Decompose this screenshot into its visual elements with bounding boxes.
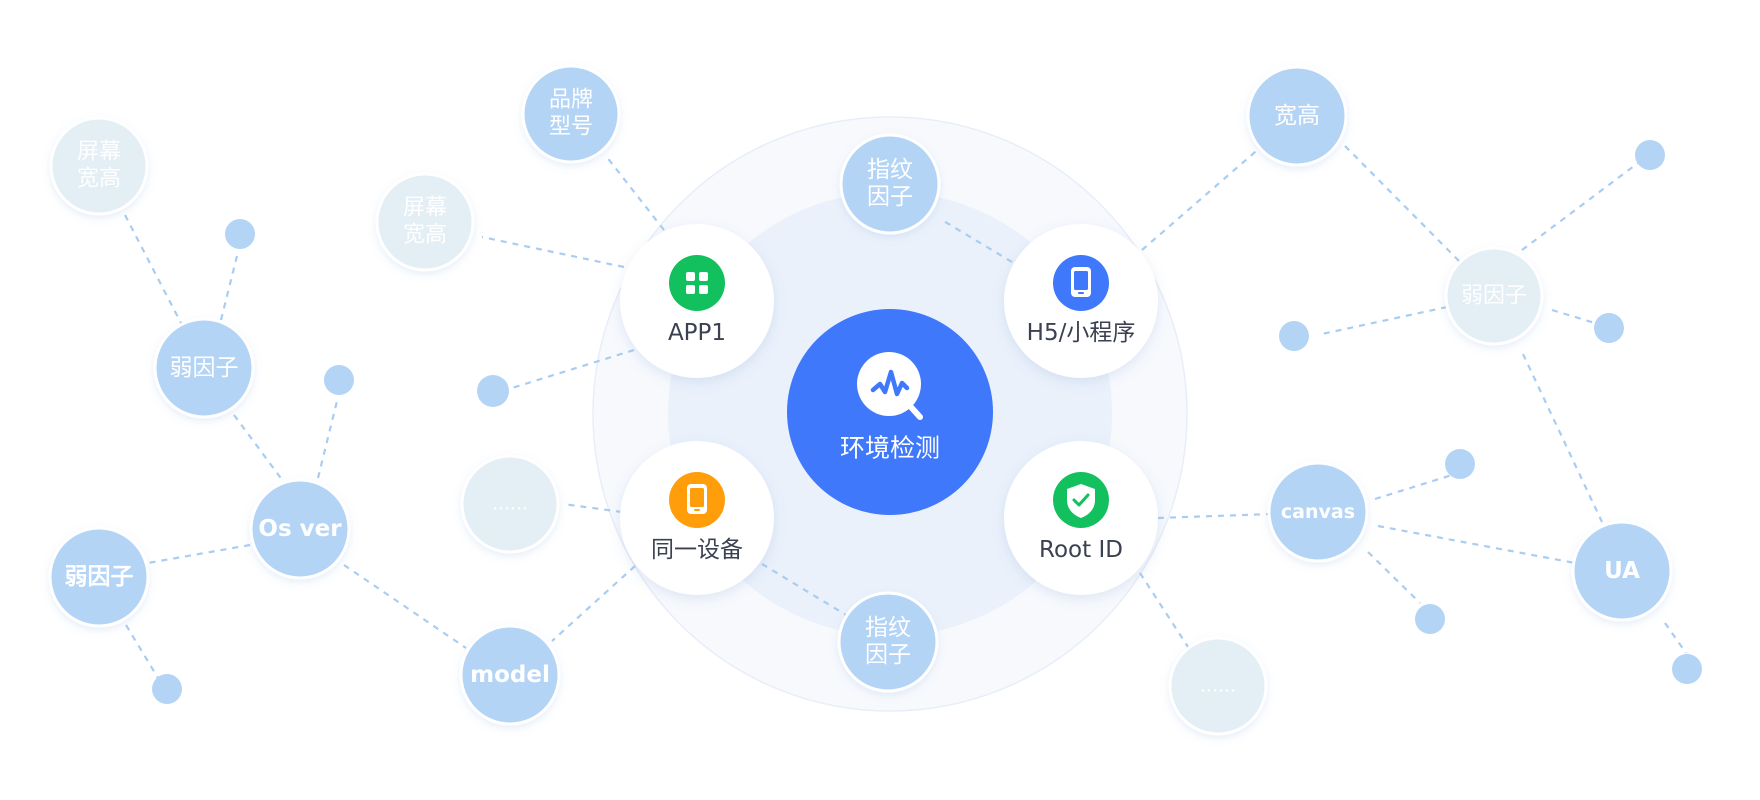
factor-text: 宽高 xyxy=(403,223,447,248)
link-canvas-ua xyxy=(1377,524,1576,565)
factor-text: 型号 xyxy=(549,115,593,140)
factor-weak-left-bottom: 弱因子 xyxy=(48,526,150,628)
factor-screen-size-left-top: 屏幕 宽高 xyxy=(49,116,149,216)
factor-fingerprint-top: 指纹 因子 xyxy=(839,133,941,235)
hub-label: H5/小程序 xyxy=(1027,320,1136,346)
hub-label: 同一设备 xyxy=(651,537,743,563)
factor-weak-right: 弱因子 xyxy=(1444,246,1544,346)
link-weak-dot3 xyxy=(1551,308,1599,326)
small-dot xyxy=(324,365,354,395)
factor-text: 指纹 xyxy=(867,157,913,183)
link-weak-osver xyxy=(233,414,287,486)
factor-text: 屏幕 xyxy=(403,196,447,221)
factor-text: UA xyxy=(1604,558,1640,584)
factor-os-ver: Os ver xyxy=(249,478,351,580)
hub-label: APP1 xyxy=(668,320,726,346)
factor-text: 宽高 xyxy=(77,167,121,192)
factor-text: canvas xyxy=(1281,501,1355,523)
factor-text: 弱因子 xyxy=(170,355,239,381)
small-dot xyxy=(1415,604,1445,634)
factor-brand-model: 品牌 型号 xyxy=(521,64,621,164)
link-app-screen xyxy=(481,235,625,269)
factor-screen-size-mid: 屏幕 宽高 xyxy=(375,172,475,272)
hub-app: APP1 xyxy=(620,224,774,378)
link-canvas-dot1 xyxy=(1374,473,1453,501)
link-weak-dot-top xyxy=(219,251,240,321)
factor-fingerprint-bottom: 指纹 因子 xyxy=(837,591,939,693)
factor-canvas: canvas xyxy=(1267,461,1369,563)
connection-lines xyxy=(124,145,1687,679)
factor-weak-left-top: 弱因子 xyxy=(153,317,255,419)
factor-text: 弱因子 xyxy=(65,564,134,590)
factor-ellipsis-right: …… xyxy=(1168,636,1268,736)
link-canvas-dot2 xyxy=(1367,551,1421,604)
link-osver-model xyxy=(343,564,467,649)
small-dot xyxy=(1635,140,1665,170)
factor-ua: UA xyxy=(1571,520,1673,622)
small-dot xyxy=(152,674,182,704)
hub-h5: H5/小程序 xyxy=(1004,224,1158,378)
small-dot xyxy=(1279,321,1309,351)
pulse-search-icon xyxy=(857,352,923,420)
factor-model: model xyxy=(459,624,561,726)
factor-text: 指纹 xyxy=(865,615,911,641)
factor-text: …… xyxy=(492,494,528,515)
factor-text: 因子 xyxy=(867,184,913,210)
app-grid-icon xyxy=(669,255,725,311)
center-label: 环境检测 xyxy=(840,434,940,463)
small-dot xyxy=(477,375,509,407)
link-device-fingerprint xyxy=(761,563,847,616)
link-root-ellipsis xyxy=(1139,572,1189,648)
factor-text: 宽高 xyxy=(1274,103,1320,129)
link-device-model xyxy=(551,565,636,642)
link-weak-dot1 xyxy=(1521,162,1639,251)
factor-width-height: 宽高 xyxy=(1246,65,1348,167)
small-dot xyxy=(1672,654,1702,684)
factor-text: 因子 xyxy=(865,642,911,668)
small-dots xyxy=(152,140,1702,704)
factor-text: …… xyxy=(1200,676,1236,697)
factor-text: 弱因子 xyxy=(1461,284,1527,309)
small-dot xyxy=(225,219,255,249)
link-weak-ua xyxy=(1522,353,1603,523)
factor-text: model xyxy=(470,662,550,688)
small-dot xyxy=(1445,449,1475,479)
link-h5-width xyxy=(1141,145,1263,251)
center-node: 环境检测 xyxy=(787,309,993,515)
link-app-brand xyxy=(605,155,665,231)
hub-label: Root ID xyxy=(1039,537,1123,563)
link-root-canvas xyxy=(1157,512,1273,520)
link-h5-fingerprint xyxy=(941,219,1013,263)
link-weak-dot2 xyxy=(1321,305,1448,336)
link-osver-dot xyxy=(316,400,339,479)
factor-text: 屏幕 xyxy=(77,140,121,165)
link-width-weak xyxy=(1344,145,1461,263)
hub-root: Root ID xyxy=(1004,441,1158,595)
link-app-dot xyxy=(511,348,635,390)
link-device-ellipsis xyxy=(562,502,623,514)
hub-device: 同一设备 xyxy=(620,441,774,595)
link-screen-weak xyxy=(124,214,183,326)
link-weak-dot-bottom xyxy=(125,624,159,679)
factor-text: 品牌 xyxy=(549,88,593,113)
small-dot xyxy=(1594,313,1624,343)
link-osver-weak xyxy=(147,543,251,565)
factor-text: Os ver xyxy=(258,516,342,542)
link-ua-dot xyxy=(1664,622,1687,654)
factor-ellipsis-left: …… xyxy=(460,454,560,554)
